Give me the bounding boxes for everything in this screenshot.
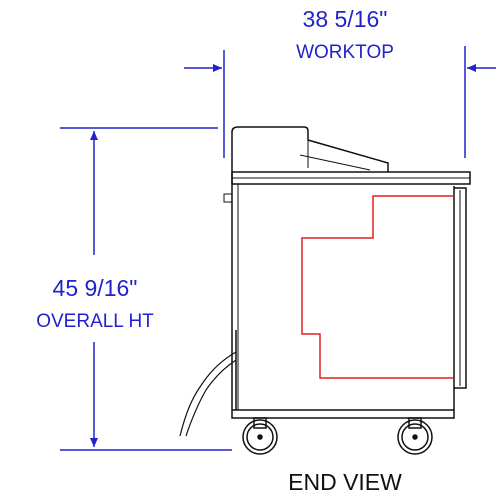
caster-left-wheel bbox=[242, 419, 278, 455]
caster-right bbox=[397, 417, 433, 455]
caster-right-wheel bbox=[397, 419, 433, 455]
worktop-dimension-value: 38 5/16" bbox=[303, 6, 388, 32]
overall-height-dimension: 45 9/16" OVERALL HT bbox=[36, 127, 232, 451]
caster-left-hub bbox=[257, 434, 263, 440]
caster-left bbox=[242, 417, 278, 455]
worktop-dimension: 38 5/16" WORKTOP bbox=[184, 6, 496, 158]
power-cord-2 bbox=[185, 359, 237, 437]
power-cord bbox=[179, 351, 237, 437]
worktop-dimension-label: WORKTOP bbox=[296, 42, 394, 63]
caster-right-wheel-inner bbox=[401, 423, 429, 451]
view-title: END VIEW bbox=[288, 469, 402, 495]
height-dimension-label: OVERALL HT bbox=[36, 311, 154, 332]
caster-left-wheel-inner bbox=[246, 423, 274, 451]
lid-diagonal bbox=[299, 154, 371, 171]
caster-right-hub bbox=[412, 434, 418, 440]
door-edge bbox=[454, 187, 467, 389]
internal-profile-hidden-line bbox=[301, 195, 454, 379]
caster-right-mount bbox=[408, 417, 422, 429]
equipment-outline bbox=[179, 126, 471, 437]
base-frame bbox=[231, 330, 455, 419]
height-dimension-value: 45 9/16" bbox=[53, 275, 138, 301]
caster-left-mount bbox=[253, 417, 267, 429]
cabinet-body bbox=[231, 148, 455, 411]
lid-profile bbox=[231, 126, 389, 172]
side-bracket bbox=[223, 193, 233, 203]
